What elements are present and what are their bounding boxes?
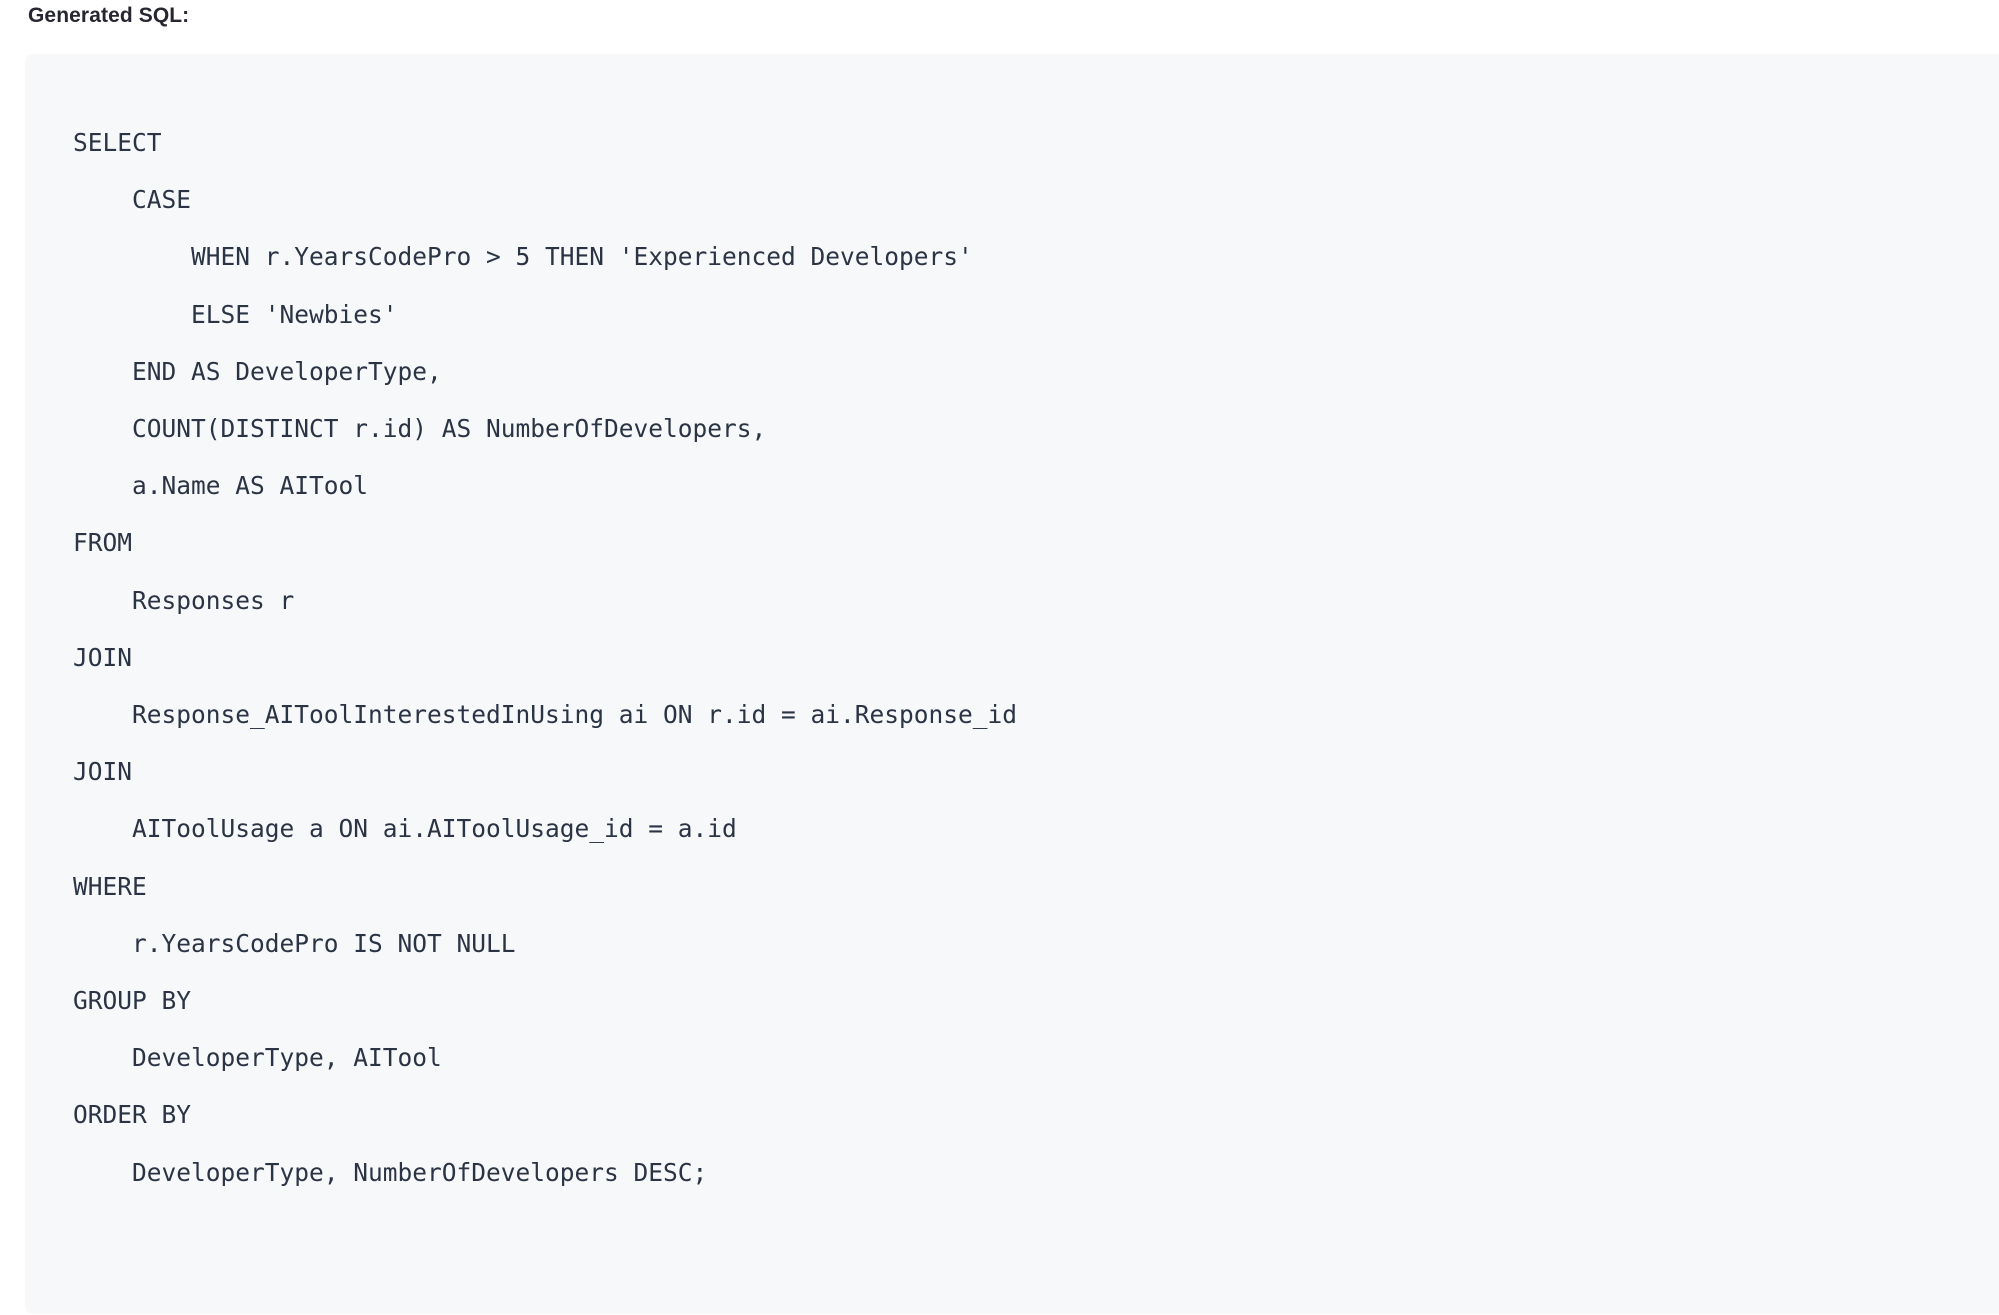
generated-sql-label: Generated SQL: (28, 4, 190, 27)
sql-code-text: SELECT CASE WHEN r.YearsCodePro > 5 THEN… (73, 128, 1018, 1187)
sql-code-block[interactable]: SELECT CASE WHEN r.YearsCodePro > 5 THEN… (25, 54, 1999, 1314)
